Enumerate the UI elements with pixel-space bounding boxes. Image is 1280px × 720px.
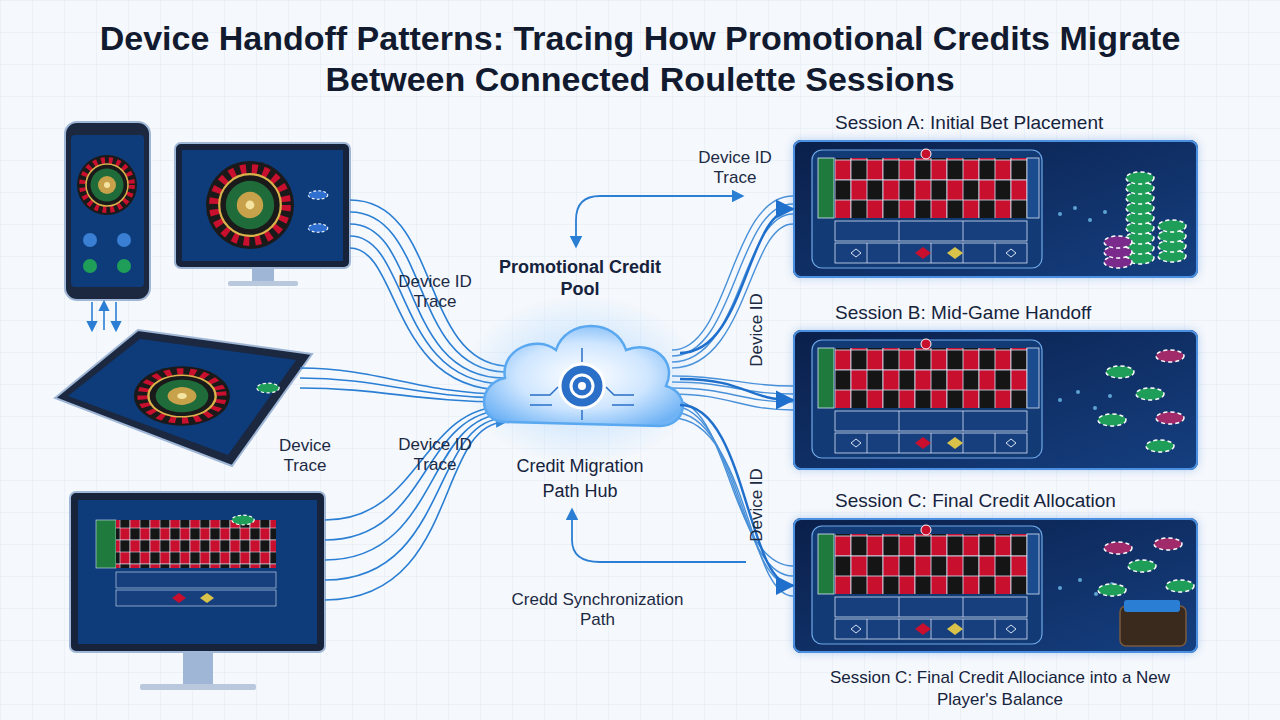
trace-label: Device ID Trace	[398, 435, 472, 475]
trace-label: Device Trace	[270, 436, 340, 476]
edge-label: Device ID Trace	[692, 148, 778, 188]
monitor-device	[175, 143, 350, 286]
trace-label: Device ID Trace	[398, 272, 472, 312]
node-caption: Session C: Final Credit Allociance into …	[820, 667, 1180, 711]
cloud-hub	[462, 295, 702, 465]
desktop-device	[70, 492, 325, 690]
session-box: Session B: Mid-Game Handoff	[793, 330, 1198, 470]
sync-path-arrow	[572, 510, 746, 562]
trace-loop-arrow	[576, 196, 742, 246]
edge-label: Device ID	[747, 450, 767, 560]
credit-migration-connector	[680, 209, 793, 353]
credit-migration-connector	[680, 379, 793, 400]
session-box: Session C: Final Credit AllocationSessio…	[793, 518, 1198, 653]
credit-migration-connector	[680, 405, 793, 586]
tablet-device	[55, 330, 312, 466]
phone-device	[65, 122, 150, 300]
device-trace-lines	[92, 200, 505, 600]
node-caption: Credit Migration Path Hub	[500, 454, 660, 504]
node-heading: Session A: Initial Bet Placement	[835, 112, 1215, 134]
node-heading: Session C: Final Credit Allocation	[835, 490, 1215, 512]
session-box: Session A: Initial Bet Placement	[793, 140, 1198, 278]
hub-node: Promotional Credit PoolCredit Migration …	[480, 248, 680, 510]
node-heading: Promotional Credit Pool	[480, 256, 680, 300]
diagram-title: Device Handoff Patterns: Tracing How Pro…	[40, 18, 1240, 100]
trace-label: Credd Synchronization Path	[495, 590, 700, 630]
session-panels	[793, 140, 1198, 653]
node-heading: Session B: Mid-Game Handoff	[835, 302, 1215, 324]
edge-label: Device ID	[747, 275, 767, 385]
